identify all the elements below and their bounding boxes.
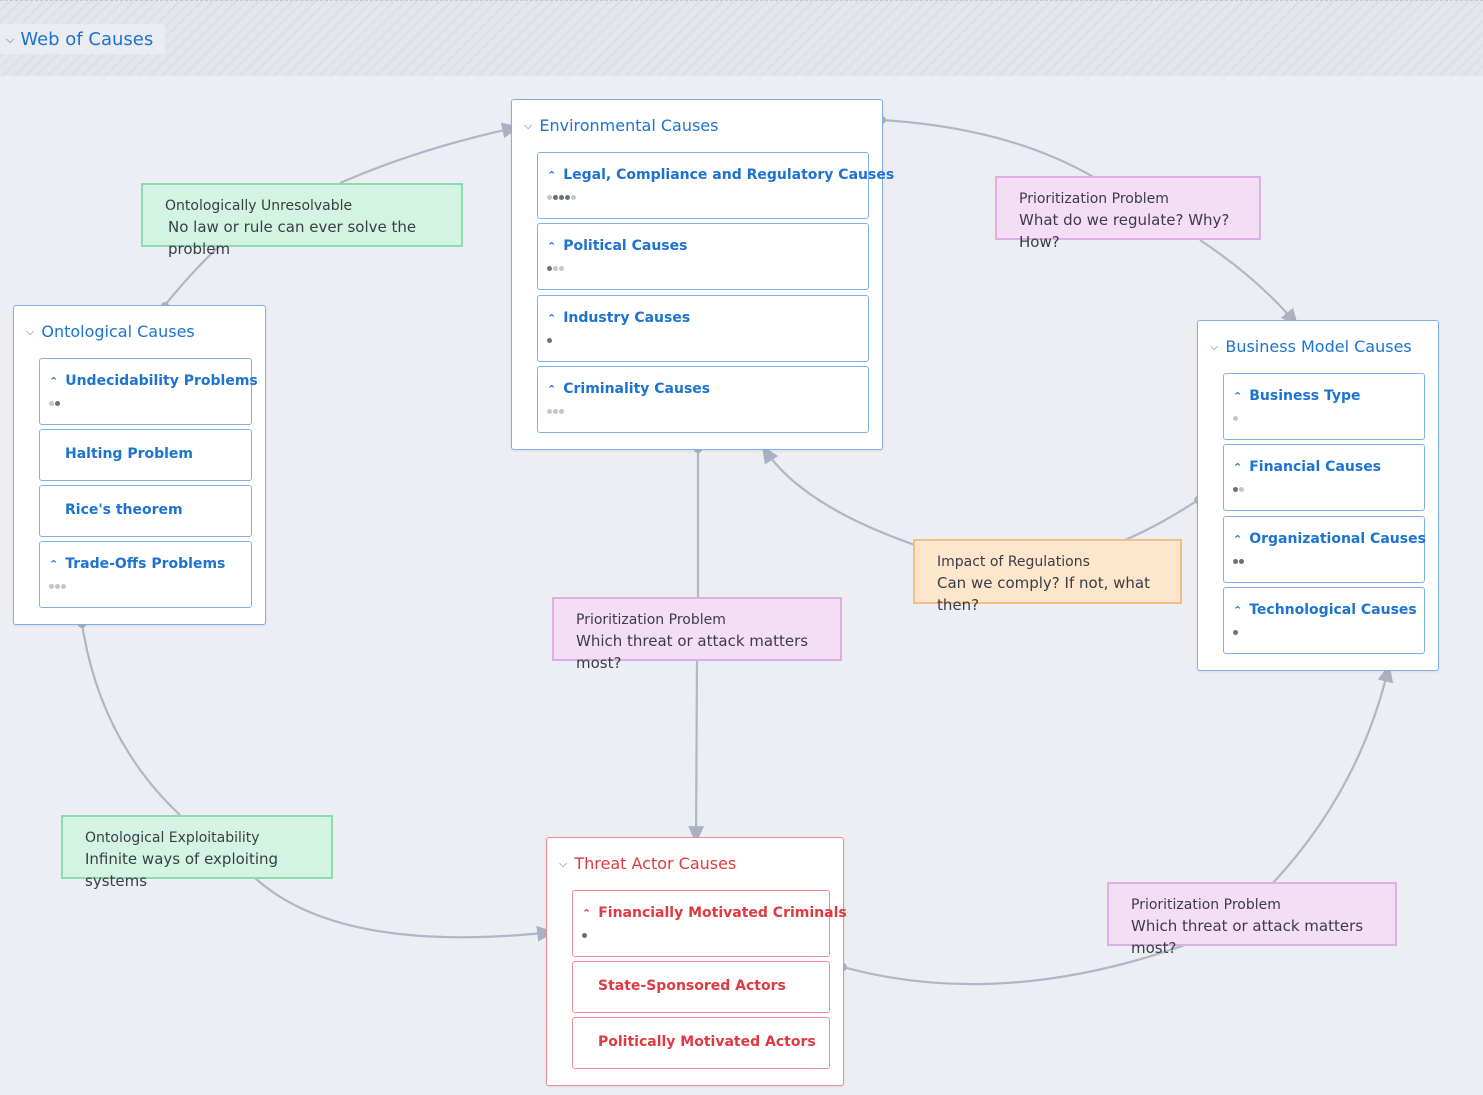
item-politically-motivated[interactable]: Politically Motivated Actors [572,1017,830,1069]
note-title: Ontologically Unresolvable [165,198,353,214]
item-criminality[interactable]: ⌃ Criminality Causes [537,366,869,433]
item-label: Halting Problem [65,446,194,462]
group-header[interactable]: ⌵ Threat Actor Causes [559,854,736,873]
dot-indicator-icon [1233,416,1238,421]
item-label: Financial Causes [1249,459,1382,475]
item-organizational[interactable]: ⌃ Organizational Causes [1223,516,1426,583]
item-business-type[interactable]: ⌃ Business Type [1223,373,1425,440]
item-label: Legal, Compliance and Regulatory Causes [563,167,895,183]
item-label: Technological Causes [1249,602,1417,618]
group-title: Business Model Causes [1225,337,1412,356]
chevron-up-icon[interactable]: ⌃ [49,557,59,571]
note-body: No law or rule can ever solve the proble… [168,218,417,258]
item-legal-compliance[interactable]: ⌃ Legal, Compliance and Regulatory Causes [537,152,894,219]
item-trade-offs[interactable]: ⌃ Trade-Offs Problems [39,541,252,608]
note-prioritization-right[interactable]: Prioritization Problem Which threat or a… [1107,882,1397,957]
dot-indicator-icon [547,338,552,343]
edge-ontological-to-threat [80,623,553,937]
chevron-up-icon[interactable]: ⌃ [1233,532,1243,546]
dot-indicator-icon [547,266,564,271]
page-title[interactable]: ⌵ Web of Causes [0,24,166,54]
chevron-down-icon[interactable]: ⌵ [6,32,15,46]
note-body: Can we comply? If not, what then? [937,574,1150,614]
chevron-down-icon[interactable]: ⌵ [524,119,533,132]
group-title: Environmental Causes [539,116,719,135]
chevron-down-icon[interactable]: ⌵ [26,325,35,338]
item-label: Financially Motivated Criminals [598,905,847,921]
item-financial[interactable]: ⌃ Financial Causes [1223,444,1425,511]
note-title: Prioritization Problem [1019,191,1169,207]
chevron-down-icon[interactable]: ⌵ [559,857,568,870]
item-label: Organizational Causes [1249,531,1426,547]
item-label: Business Type [1249,388,1361,404]
edge-environmental-to-threat [696,449,698,842]
page-title-label: Web of Causes [20,28,154,50]
chevron-up-icon[interactable]: ⌃ [547,382,557,396]
dot-indicator-icon [1233,630,1238,635]
edge-environmental-to-business [881,118,1297,325]
item-financially-motivated[interactable]: ⌃ Financially Motivated Criminals [572,890,847,957]
dot-indicator-icon [547,409,564,414]
item-label: State-Sponsored Actors [598,978,786,994]
item-undecidability[interactable]: ⌃ Undecidability Problems [39,358,258,425]
item-label: Politically Motivated Actors [598,1034,816,1050]
chevron-up-icon[interactable]: ⌃ [547,239,557,253]
dot-indicator-icon [582,933,587,938]
edge-business-to-environmental [763,447,1199,547]
dot-indicator-icon [49,401,60,406]
dot-indicator-icon [1233,487,1244,492]
note-ontological-exploitability[interactable]: Ontological Exploitability Infinite ways… [61,815,333,890]
chevron-up-icon[interactable]: ⌃ [1233,389,1243,403]
dot-indicator-icon [547,195,576,200]
item-label: Criminality Causes [563,381,711,397]
note-title: Prioritization Problem [1131,897,1281,913]
item-rices-theorem[interactable]: Rice's theorem [39,485,252,537]
group-header[interactable]: ⌵ Ontological Causes [26,322,195,341]
item-halting-problem[interactable]: Halting Problem [39,429,252,481]
item-political[interactable]: ⌃ Political Causes [537,223,869,290]
chevron-up-icon[interactable]: ⌃ [547,311,557,325]
chevron-up-icon[interactable]: ⌃ [49,374,59,388]
note-body: Which threat or attack matters most? [576,632,809,672]
group-header[interactable]: ⌵ Business Model Causes [1210,337,1412,356]
group-title: Ontological Causes [41,322,195,341]
note-body: What do we regulate? Why? How? [1019,211,1230,251]
item-label: Political Causes [563,238,688,254]
group-environmental-causes[interactable]: ⌵ Environmental Causes ⌃ Legal, Complianc… [511,99,894,450]
chevron-up-icon[interactable]: ⌃ [582,906,592,920]
item-label: Trade-Offs Problems [65,556,226,572]
note-body: Infinite ways of exploiting systems [85,850,279,890]
note-title: Prioritization Problem [576,612,726,628]
item-technological[interactable]: ⌃ Technological Causes [1223,587,1425,654]
dot-indicator-icon [1233,559,1244,564]
note-prioritization-regulate[interactable]: Prioritization Problem What do we regula… [995,176,1261,251]
edge-threat-to-business [842,666,1389,986]
note-title: Ontological Exploitability [85,830,260,846]
item-label: Undecidability Problems [65,373,258,389]
note-ontologically-unresolvable[interactable]: Ontologically Unresolvable No law or rul… [141,183,463,258]
item-industry[interactable]: ⌃ Industry Causes [537,295,869,362]
group-title: Threat Actor Causes [574,854,737,873]
chevron-up-icon[interactable]: ⌃ [1233,460,1243,474]
group-header[interactable]: ⌵ Environmental Causes [524,116,718,135]
group-ontological-causes[interactable]: ⌵ Ontological Causes ⌃ Undecidability Pro… [13,305,266,625]
item-state-sponsored[interactable]: State-Sponsored Actors [572,961,830,1013]
chevron-down-icon[interactable]: ⌵ [1210,340,1219,353]
note-body: Which threat or attack matters most? [1131,917,1364,957]
note-impact-of-regulations[interactable]: Impact of Regulations Can we comply? If … [913,539,1182,614]
item-label: Industry Causes [563,310,691,326]
item-label: Rice's theorem [65,502,183,518]
group-threat-actor-causes[interactable]: ⌵ Threat Actor Causes ⌃ Financially Motiv… [546,837,847,1086]
top-toolbar: ⌵ Web of Causes [0,0,1483,76]
dot-indicator-icon [49,584,66,589]
chevron-up-icon[interactable]: ⌃ [547,168,557,182]
note-prioritization-center[interactable]: Prioritization Problem Which threat or a… [552,597,842,672]
group-business-model-causes[interactable]: ⌵ Business Model Causes ⌃ Business Type ⌃… [1197,320,1439,671]
chevron-up-icon[interactable]: ⌃ [1233,603,1243,617]
note-title: Impact of Regulations [937,554,1090,570]
